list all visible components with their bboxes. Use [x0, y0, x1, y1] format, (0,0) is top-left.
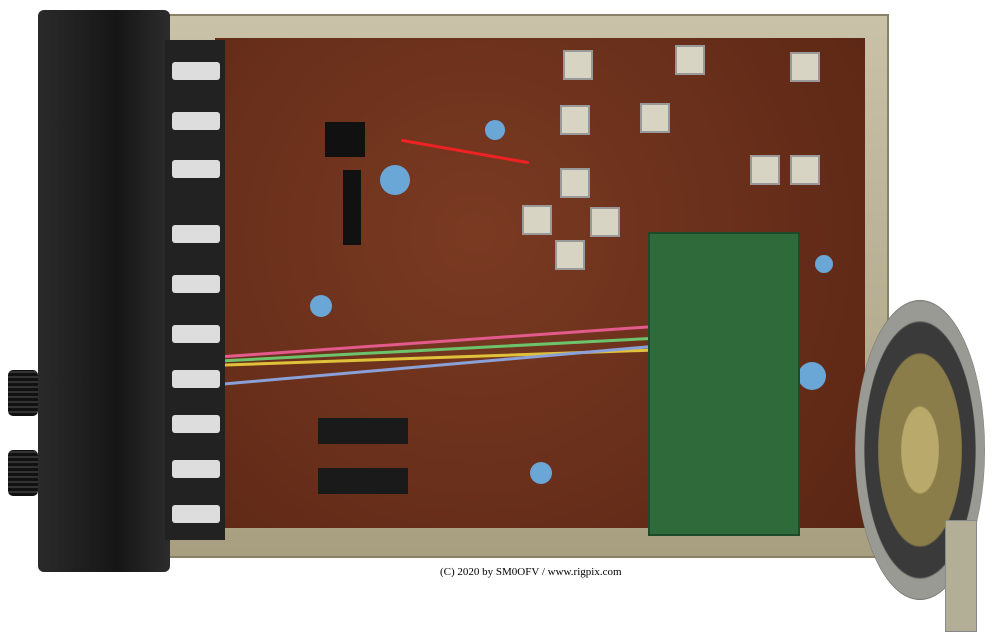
front-panel	[38, 10, 170, 572]
coil-can	[522, 205, 552, 235]
coil-can	[560, 105, 590, 135]
ic-chip	[318, 418, 408, 444]
contact-pad	[172, 325, 220, 343]
coil-can	[560, 168, 590, 198]
contact-pad	[172, 415, 220, 433]
capacitor	[310, 295, 332, 317]
capacitor	[380, 165, 410, 195]
ic-chip	[318, 468, 408, 494]
capacitor	[530, 462, 552, 484]
contact-pad	[172, 225, 220, 243]
capacitor	[798, 362, 826, 390]
contact-pad	[172, 112, 220, 130]
mounting-bracket	[945, 520, 977, 632]
component	[343, 170, 361, 245]
volume-knob[interactable]	[8, 370, 38, 416]
contact-pad	[172, 460, 220, 478]
ic-chip	[325, 122, 365, 157]
coil-can	[750, 155, 780, 185]
capacitor	[485, 120, 505, 140]
capacitor	[815, 255, 833, 273]
contact-pad	[172, 370, 220, 388]
coil-can	[790, 52, 820, 82]
coil-can	[790, 155, 820, 185]
contact-pad	[172, 160, 220, 178]
squelch-knob[interactable]	[8, 450, 38, 496]
copyright-caption: (C) 2020 by SM0OFV / www.rigpix.com	[440, 566, 622, 578]
sub-circuit-board	[648, 232, 800, 536]
coil-can	[563, 50, 593, 80]
coil-can	[590, 207, 620, 237]
contact-pad	[172, 505, 220, 523]
coil-can	[675, 45, 705, 75]
contact-pad	[172, 62, 220, 80]
coil-can	[555, 240, 585, 270]
contact-pad	[172, 275, 220, 293]
coil-can	[640, 103, 670, 133]
